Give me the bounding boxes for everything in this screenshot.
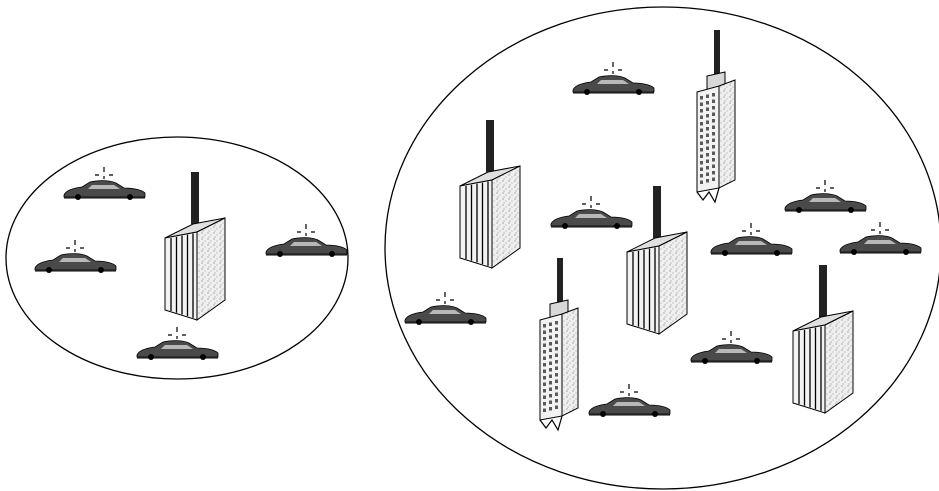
cells-layer <box>5 6 939 490</box>
car-icon <box>710 223 793 256</box>
large-cell <box>384 6 939 490</box>
car-icon <box>63 167 146 200</box>
skyscraper-icon <box>539 258 579 432</box>
tower-block-icon <box>792 265 854 414</box>
car-icon <box>588 384 671 417</box>
car-icon <box>265 224 348 257</box>
car-icon <box>550 196 633 229</box>
car-icon <box>690 331 773 364</box>
tower-block-icon <box>459 120 521 269</box>
small-cell <box>5 136 349 380</box>
car-icon <box>404 292 487 325</box>
car-icon <box>136 327 219 360</box>
tower-block-icon <box>164 172 226 321</box>
car-icon <box>34 240 117 273</box>
tower-block-icon <box>626 186 688 335</box>
car-icon <box>572 62 655 95</box>
car-icon <box>839 222 922 255</box>
skyscraper-icon <box>696 30 736 204</box>
car-icon <box>784 180 867 213</box>
